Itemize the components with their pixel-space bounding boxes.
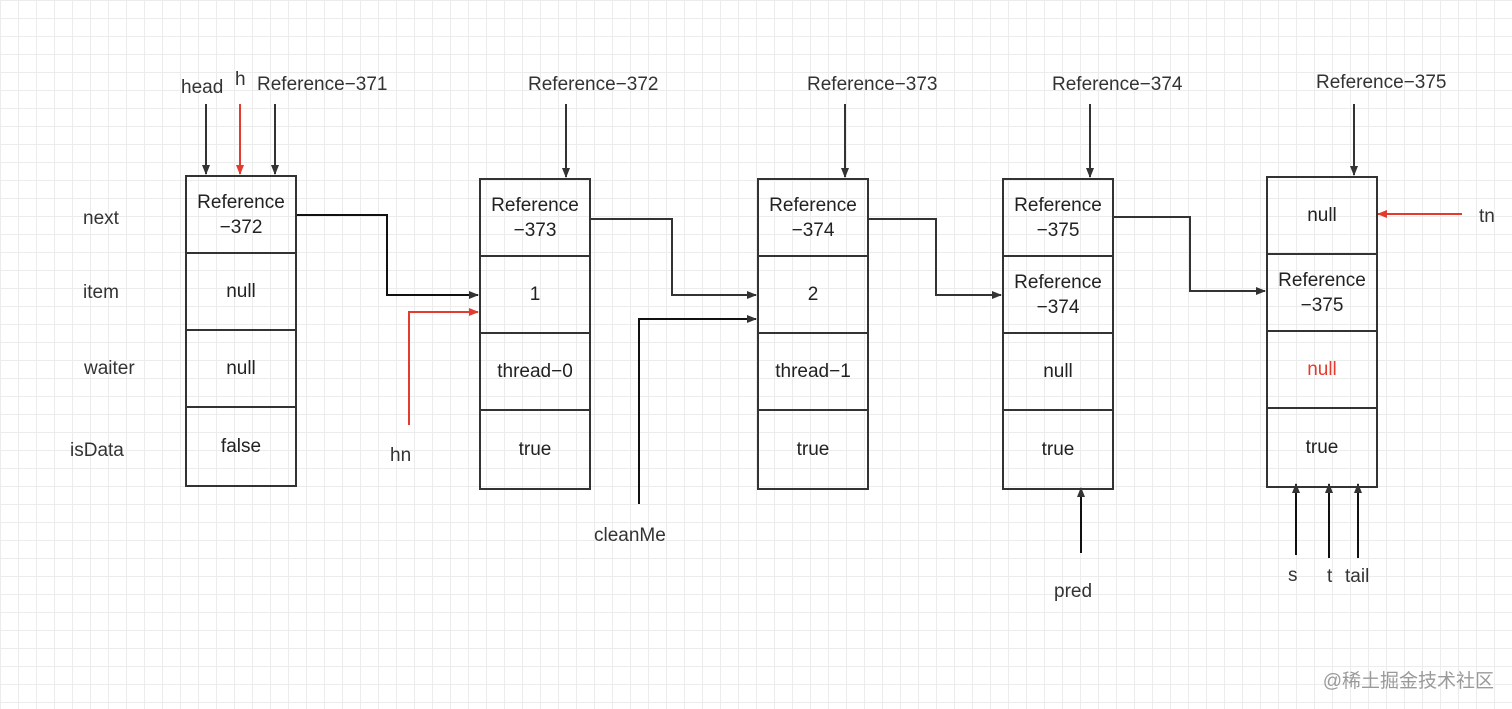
link-node2-node3 — [590, 218, 757, 299]
node-3: Reference−374 2 thread−1 true — [757, 178, 869, 490]
watermark: @稀土掘金技术社区 — [1322, 671, 1494, 692]
node-4-waiter: null — [1004, 334, 1112, 411]
field-label-waiter: waiter — [84, 358, 135, 379]
node-3-waiter: thread−1 — [759, 334, 867, 411]
node-1-item: null — [187, 254, 295, 331]
reference-label-374: Reference−374 — [1052, 74, 1183, 95]
node-3-next: Reference−374 — [759, 180, 867, 257]
node-5-item: Reference−375 — [1268, 255, 1376, 332]
pointer-label-tn: tn — [1479, 206, 1495, 227]
pointer-label-head: head — [181, 77, 224, 98]
field-label-item: item — [83, 282, 119, 303]
arrow-cleanme — [638, 315, 757, 504]
arrow-hn — [408, 308, 479, 425]
pointer-label-pred: pred — [1054, 581, 1093, 602]
node-4: Reference−375 Reference−374 null true — [1002, 178, 1114, 490]
node-1-next: Reference−372 — [187, 177, 295, 254]
pointer-label-h: h — [235, 69, 246, 90]
field-label-next: next — [83, 208, 119, 229]
pointer-label-cleanme: cleanMe — [594, 525, 666, 546]
node-1-waiter: null — [187, 331, 295, 408]
reference-label-372: Reference−372 — [528, 74, 659, 95]
node-2-isdata: true — [518, 439, 552, 460]
field-label-isdata: isData — [70, 440, 124, 461]
node-3-isdata: true — [796, 439, 830, 460]
node-2-next: Reference−373 — [481, 180, 589, 257]
node-5-isdata: true — [1305, 437, 1339, 458]
node-4-next: Reference−375 — [1004, 180, 1112, 257]
node-5: null Reference−375 null true — [1266, 176, 1378, 488]
reference-label-375: Reference−375 — [1316, 72, 1447, 93]
pointer-label-t: t — [1327, 566, 1333, 587]
node-1: Reference−372 null null false — [185, 175, 297, 487]
pointer-label-hn: hn — [390, 445, 412, 466]
link-node1-node2 — [296, 214, 479, 299]
node-2-waiter: thread−0 — [481, 334, 589, 411]
link-node4-node5 — [1113, 216, 1266, 295]
node-5-next: null — [1268, 178, 1376, 255]
reference-label-371: Reference−371 — [257, 74, 388, 95]
node-4-isdata: true — [1041, 439, 1075, 460]
pointer-label-tail: tail — [1345, 566, 1370, 587]
pointer-label-s: s — [1288, 565, 1298, 586]
reference-label-373: Reference−373 — [807, 74, 938, 95]
node-2: Reference−373 1 thread−0 true — [479, 178, 591, 490]
node-3-item: 2 — [759, 257, 867, 334]
node-5-waiter: null — [1268, 332, 1376, 409]
node-2-item: 1 — [481, 257, 589, 334]
link-node3-node4 — [868, 218, 1002, 299]
node-1-isdata: false — [220, 436, 262, 457]
node-4-item: Reference−374 — [1004, 257, 1112, 334]
